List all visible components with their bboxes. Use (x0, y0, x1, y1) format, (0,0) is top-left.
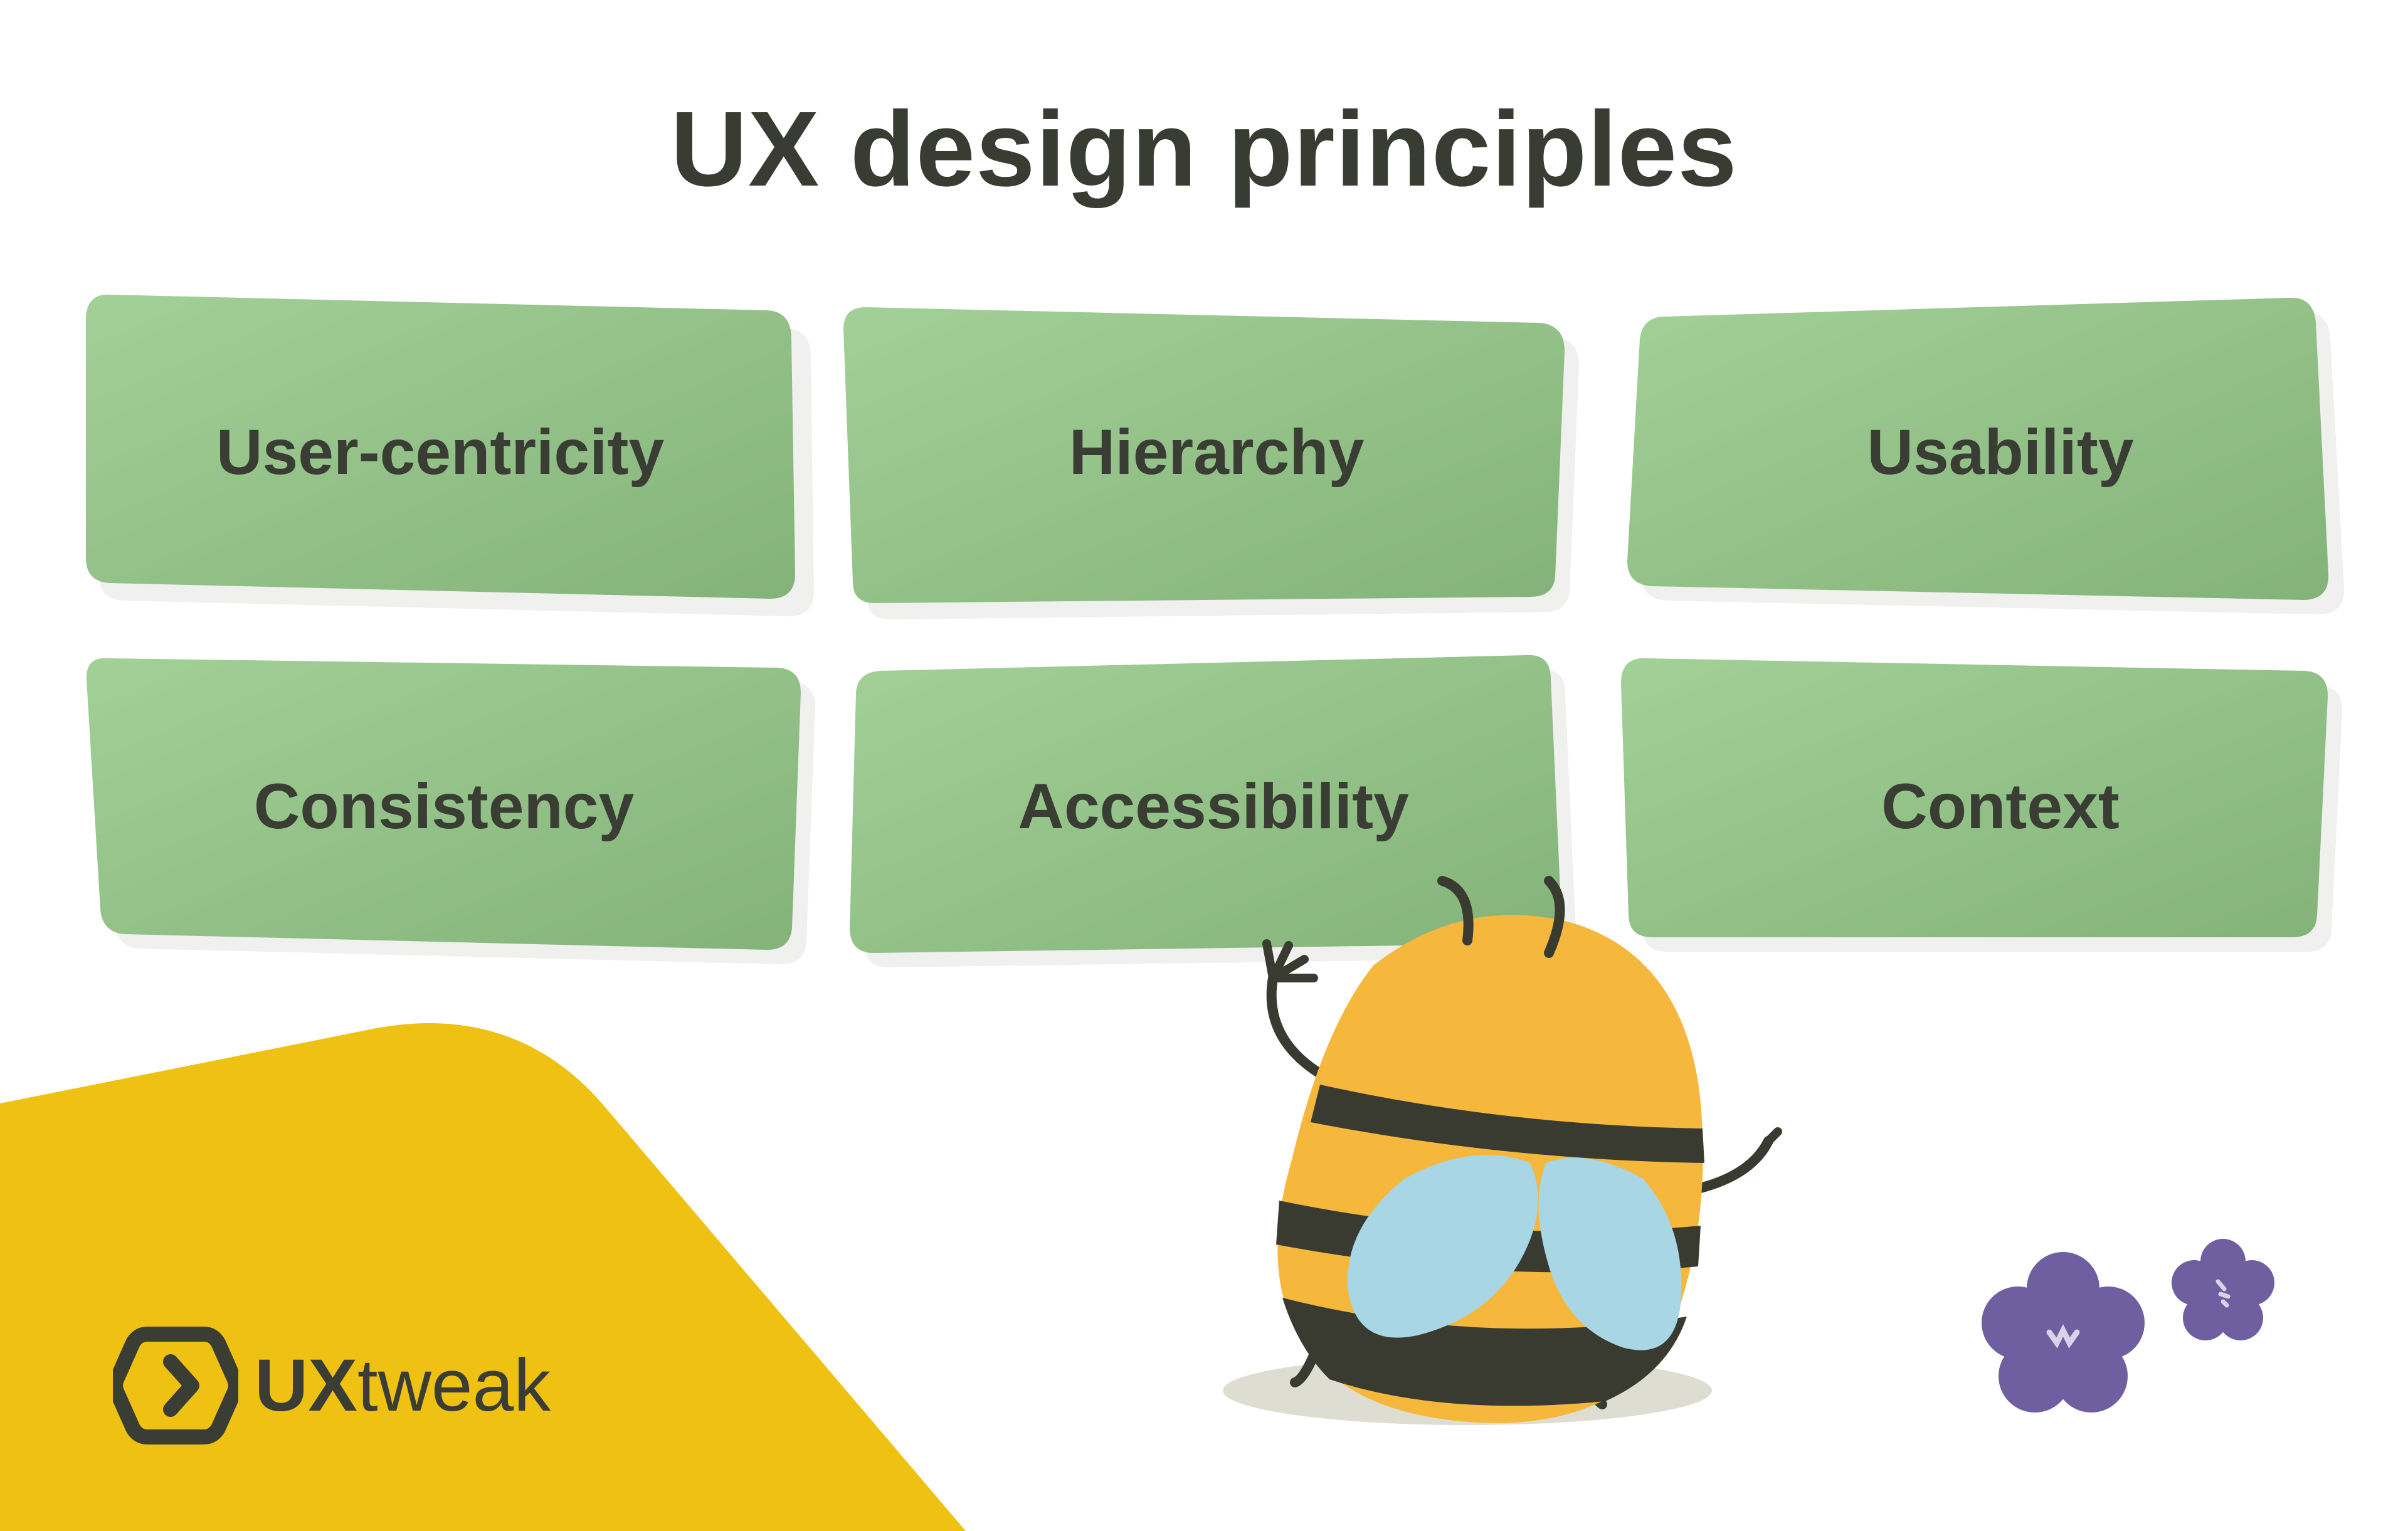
card-hierarchy (843, 307, 1565, 603)
principle-label-context: Context (1881, 771, 2120, 842)
flower-small-icon (2172, 1239, 2274, 1340)
uxtweak-logo: UXtweak (113, 1323, 551, 1448)
yellow-background-shape (0, 1023, 966, 1531)
hexagon-logo-icon (113, 1327, 238, 1444)
card-accessibility (850, 655, 1562, 954)
flower-large-icon (1982, 1252, 2145, 1413)
principle-cards (86, 294, 2345, 968)
principle-label-consistency: Consistency (253, 771, 635, 842)
principle-label-user-centricity: User-centricity (216, 416, 665, 488)
page-title: UX design principles (670, 90, 1738, 209)
principle-label-hierarchy: Hierarchy (1069, 416, 1365, 488)
bee-illustration (1223, 876, 1782, 1425)
brand-name: UXtweak (255, 1343, 551, 1428)
card-consistency (86, 658, 801, 950)
brand-name-bold: UX (255, 1344, 357, 1427)
card-user-centricity (86, 294, 795, 599)
principle-label-accessibility: Accessibility (1018, 771, 1409, 842)
principle-label-usability: Usability (1867, 416, 2134, 488)
card-context (1621, 658, 2328, 937)
card-usability (1627, 297, 2329, 600)
brand-name-light: tweak (357, 1344, 551, 1427)
